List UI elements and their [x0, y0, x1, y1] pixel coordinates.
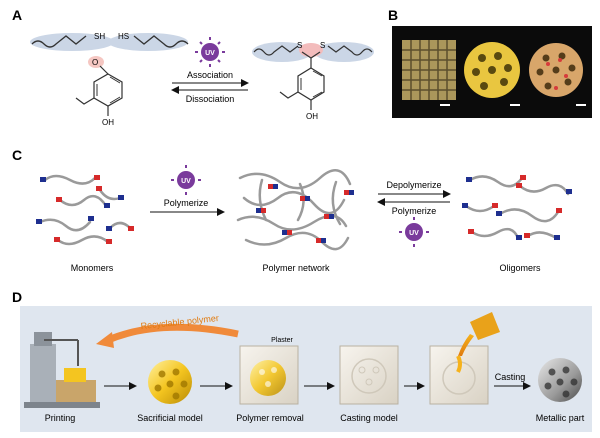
- network-crosslinks: [256, 184, 354, 243]
- uv-text: UV: [205, 50, 215, 57]
- association-label: Association: [187, 70, 233, 80]
- monomer-ends: [36, 175, 134, 244]
- oligomers-label: Oligomers: [499, 263, 541, 273]
- thiol-hs-label: HS: [118, 32, 129, 41]
- sacrificial-model-ball: [148, 360, 192, 404]
- sulfur-left-label: S: [297, 41, 302, 50]
- uv-text-c: UV: [181, 178, 191, 185]
- recyclable-arrow-head: [96, 332, 114, 348]
- vanillin-molecule: O OH: [75, 56, 123, 127]
- uv-icon-c2: UV: [399, 217, 429, 247]
- step-polymer-removal-label: Polymer removal: [236, 413, 304, 423]
- casting-model-cube: [339, 345, 399, 405]
- oligomer-ends: [462, 175, 572, 240]
- panel-b-letter: B: [388, 7, 398, 23]
- panel-d-letter: D: [12, 289, 22, 305]
- dissociation-label: Dissociation: [186, 94, 235, 104]
- monomers-label: Monomers: [71, 263, 114, 273]
- step-printing-label: Printing: [45, 413, 76, 423]
- step-sacrificial-model-label: Sacrificial model: [137, 413, 203, 423]
- uv-icon-c: UV: [171, 165, 201, 195]
- step-metallic-part-label: Metallic part: [536, 413, 585, 423]
- step-casting-model-label: Casting model: [340, 413, 398, 423]
- plaster-label: Plaster: [271, 337, 293, 344]
- panel-d-background: [20, 306, 592, 432]
- aldehyde-o-label: O: [92, 58, 98, 67]
- thioacetal-product: S S OH: [252, 41, 374, 121]
- panel-c-letter: C: [12, 147, 22, 163]
- depolymerize-label: Depolymerize: [386, 180, 441, 190]
- phenol-oh-right-label: OH: [306, 112, 318, 121]
- panel-a-letter: A: [12, 7, 22, 23]
- metallic-part-ball: [538, 358, 582, 402]
- uv-icon: UV: [195, 37, 225, 67]
- recyclable-arrow: [106, 323, 239, 344]
- polymer-network-label: Polymer network: [262, 263, 330, 273]
- uv-text-c2: UV: [409, 230, 419, 237]
- printer-illustration: [24, 332, 100, 408]
- phenol-oh-left-label: OH: [102, 118, 114, 127]
- plaster-cube-with-model: [239, 345, 299, 405]
- polymerize-label-2: Polymerize: [392, 206, 437, 216]
- polymer-network-illustration: [236, 169, 352, 251]
- printed-lattice-photo: [392, 26, 592, 118]
- pouring-illustration: [429, 312, 500, 405]
- thiol-chain-right: HS: [108, 32, 189, 51]
- thiol-chain-left: SH: [30, 32, 114, 51]
- thiol-sh-label: SH: [94, 32, 105, 41]
- casting-arrow-label: Casting: [495, 372, 526, 382]
- monomers-illustration: [38, 174, 132, 246]
- oligomers-illustration: [464, 175, 570, 240]
- sulfur-right-label: S: [320, 41, 325, 50]
- polymerize-label: Polymerize: [164, 198, 209, 208]
